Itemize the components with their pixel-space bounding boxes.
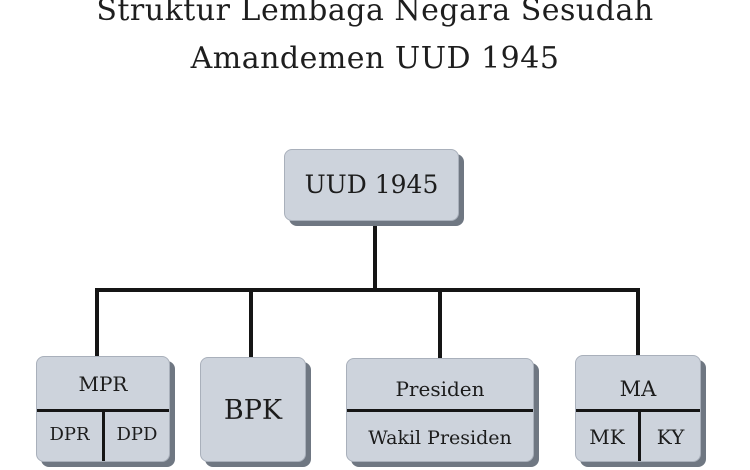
node-uud-1945-label: UUD 1945 [304, 170, 439, 199]
node-mk-label: MK [589, 425, 625, 449]
node-uud-1945: UUD 1945 [284, 149, 459, 221]
node-bpk: BPK [200, 357, 306, 462]
node-ma-label: MA [619, 377, 657, 401]
node-presiden-label: Presiden [395, 377, 485, 401]
node-ky-label: KY [656, 425, 685, 449]
node-mpr-split [102, 409, 105, 461]
node-mpr: MPR DPR DPD [36, 356, 170, 462]
node-dpd-label: DPD [116, 424, 158, 445]
node-presiden-divider [347, 409, 533, 412]
diagram-title-line-2: Amandemen UUD 1945 [190, 41, 560, 76]
diagram-title-line-1: Struktur Lembaga Negara Sesudah [96, 0, 654, 28]
node-presiden: Presiden Wakil Presiden [346, 358, 534, 462]
node-ma-split [638, 409, 641, 461]
node-ma: MA MK KY [575, 355, 701, 462]
node-dpr-label: DPR [49, 424, 90, 445]
node-mpr-label: MPR [78, 372, 128, 396]
node-bpk-label: BPK [223, 395, 283, 426]
node-wakil-presiden-label: Wakil Presiden [368, 427, 512, 449]
